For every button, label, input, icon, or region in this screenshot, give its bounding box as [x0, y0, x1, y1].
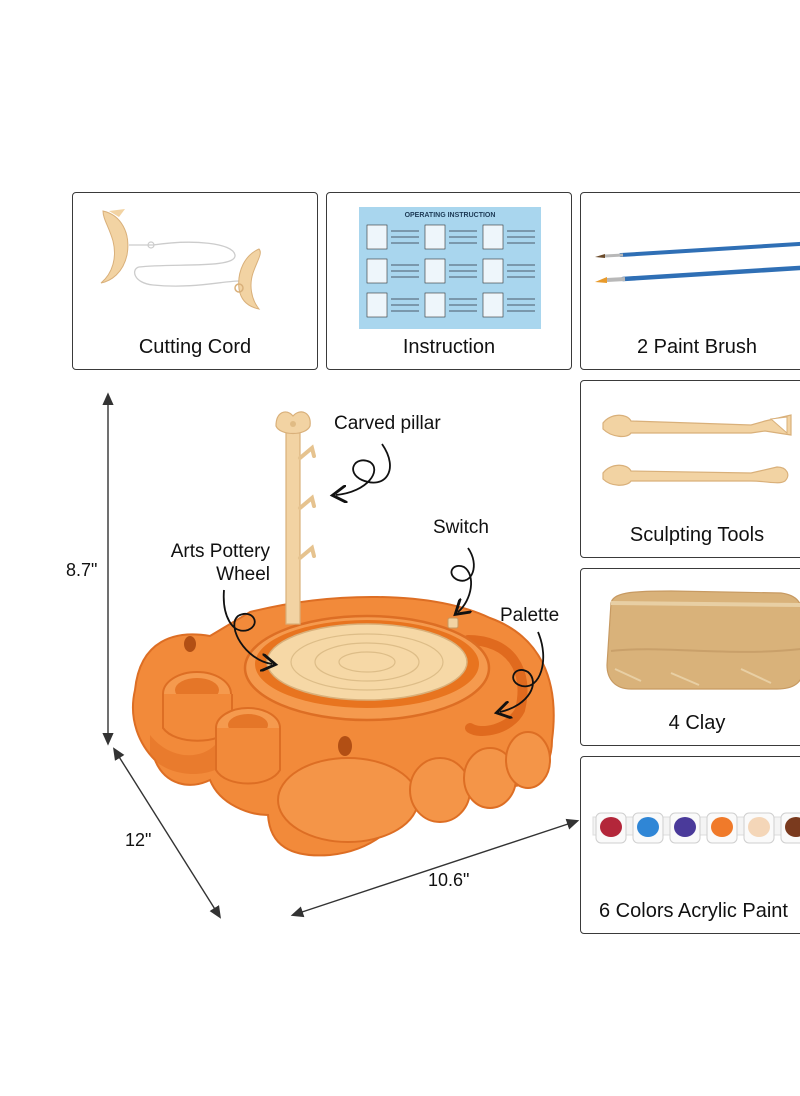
card-acrylic-paint: 6 Colors Acrylic Paint: [580, 756, 800, 934]
instruction-step-picture: [424, 224, 446, 250]
instruction-step-picture: [424, 292, 446, 318]
switch-arrow: [450, 547, 475, 612]
carved-pillar-label: Carved pillar: [334, 413, 441, 434]
palette-arrow: [500, 631, 545, 712]
item-label: Cutting Cord: [138, 336, 252, 358]
depth-dimension-label: 12": [125, 830, 152, 850]
instruction-sheet-title: OPERATING INSTRUCTION: [404, 212, 496, 219]
card-clay: 4 Clay: [580, 568, 800, 746]
instruction-step-picture: [366, 224, 388, 250]
item-label: Sculpting Tools: [629, 524, 765, 546]
carved-pillar: [275, 411, 316, 625]
paint-pot: [669, 812, 701, 844]
width-dimension-label: 10.6": [428, 870, 470, 890]
instruction-step-picture: [366, 258, 388, 284]
carved-pillar-arrow: [336, 443, 391, 495]
instruction-step-picture: [482, 224, 504, 250]
switch-button: [447, 617, 459, 629]
card-instruction: OPERATING INSTRUCTION Instruction: [326, 192, 572, 370]
wheel-label-line2: Wheel: [216, 564, 270, 585]
paint-pot: [780, 812, 800, 844]
clay-block-image: [606, 590, 800, 690]
switch-label: Switch: [433, 517, 489, 538]
cutting-cord-image: [100, 209, 261, 310]
card-paint-brush: 2 Paint Brush: [580, 192, 800, 370]
palette-tray: [463, 635, 528, 736]
width-dimension-line: [290, 818, 580, 918]
height-dimension-label: 8.7": [66, 560, 98, 580]
wheel-label: Arts Pottery Wheel: [162, 540, 270, 586]
instruction-step-picture: [482, 292, 504, 318]
card-sculpting-tools: Sculpting Tools: [580, 380, 800, 558]
water-cup-right: [215, 707, 281, 785]
paint-pot: [632, 812, 664, 844]
item-label: Instruction: [402, 336, 496, 358]
depth-dimension-line: [113, 747, 221, 919]
item-label: 4 Clay: [668, 712, 726, 734]
instruction-step-picture: [366, 292, 388, 318]
instruction-step-grid: [366, 224, 535, 318]
paint-pot: [595, 812, 627, 844]
instruction-sheet-image: [359, 207, 541, 329]
water-cup-left: [162, 671, 233, 742]
wheel-arrow: [222, 589, 272, 664]
item-label: 6 Colors Acrylic Paint: [599, 900, 788, 922]
paint-pots-image: [592, 812, 800, 844]
paint-pot-row: [595, 812, 800, 844]
paint-pot: [706, 812, 738, 844]
paint-pot: [743, 812, 775, 844]
sculpting-tools-image: [602, 414, 792, 486]
wheel-label-line1: Arts Pottery: [170, 541, 270, 562]
item-label: 2 Paint Brush: [636, 336, 758, 358]
card-cutting-cord: Cutting Cord: [72, 192, 318, 370]
turntable: [243, 614, 491, 722]
instruction-step-picture: [424, 258, 446, 284]
palette-label: Palette: [500, 605, 560, 626]
paint-brush-image: [595, 241, 800, 283]
instruction-step-picture: [482, 258, 504, 284]
